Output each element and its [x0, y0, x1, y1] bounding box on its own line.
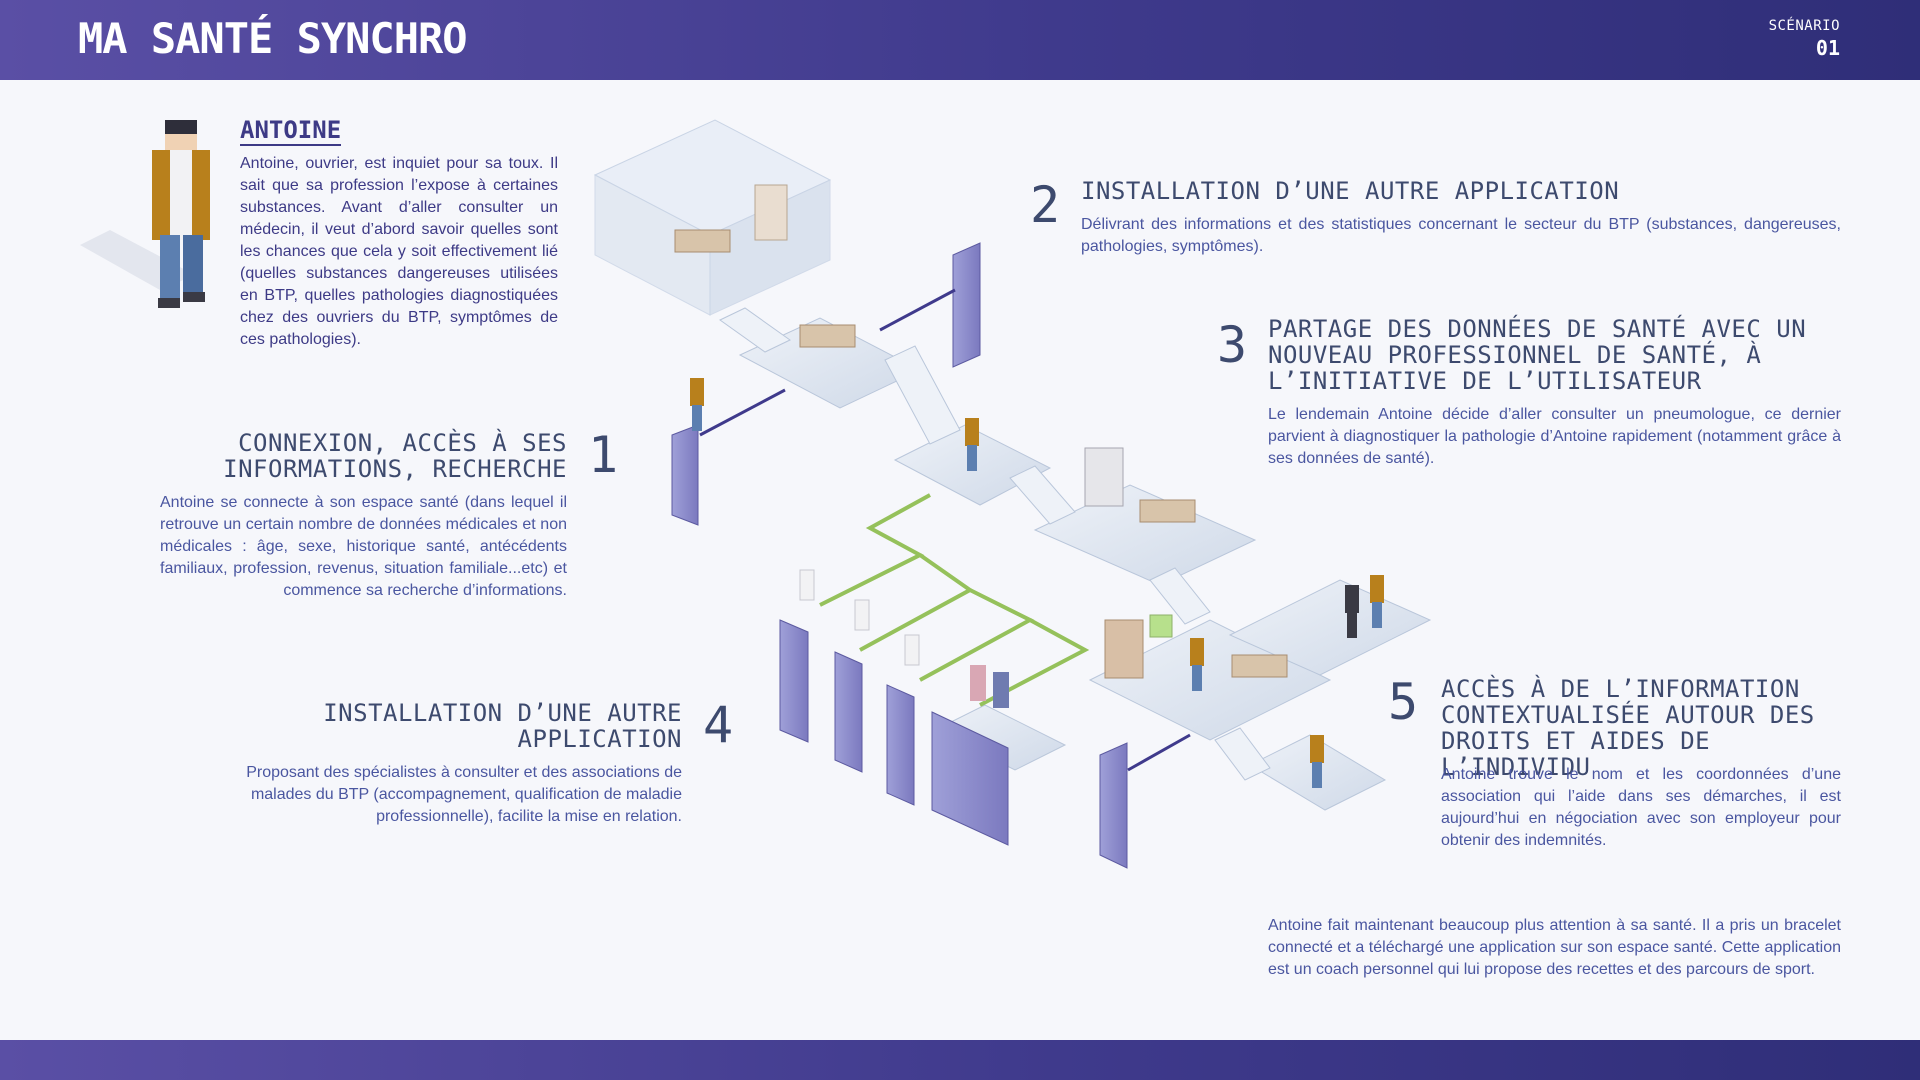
scenario-label: SCÉNARIO — [1768, 18, 1840, 34]
people-figures — [690, 378, 1384, 788]
conclusion-text: Antoine fait maintenant beaucoup plus at… — [1268, 917, 1841, 978]
step-1-number: 1 — [588, 426, 619, 484]
step-4-title: INSTALLATION D’UNE AUTRE APPLICATION — [323, 699, 682, 753]
persona-name: ANTOINE — [240, 116, 342, 146]
header-bar — [0, 0, 1920, 80]
link-lines — [699, 288, 1191, 772]
antoine-figure-icon — [80, 120, 210, 308]
app-logo: MA SANTÉ SYNCHRO — [78, 14, 468, 63]
scenario-indicator: SCÉNARIO 01 — [1769, 18, 1840, 60]
footer-bar — [0, 1040, 1920, 1080]
network-connectors — [819, 493, 1090, 707]
step-3-text: Le lendemain Antoine décide d’aller cons… — [1268, 406, 1841, 467]
step-4-text: Proposant des spécialistes à consulter e… — [246, 764, 682, 825]
app-screens — [671, 242, 1128, 869]
step-4-number: 4 — [703, 696, 734, 754]
step-5-text: Antoine trouve le nom et les coordonnées… — [1441, 766, 1841, 849]
step-2-number: 2 — [1030, 176, 1061, 234]
step-2-title: INSTALLATION D’UNE AUTRE APPLICATION — [1081, 177, 1620, 205]
stairs — [719, 307, 1271, 781]
step-5-title: ACCÈS À DE L’INFORMATION CONTEXTUALISÉE … — [1441, 675, 1815, 781]
step-2-text: Délivrant des informations et des statis… — [1081, 216, 1841, 255]
persona-description: Antoine, ouvrier, est inquiet pour sa to… — [240, 155, 558, 348]
step-1-title: CONNEXION, ACCÈS À SES INFORMATIONS, REC… — [223, 429, 567, 483]
step-3-number: 3 — [1217, 316, 1248, 374]
step-5-number: 5 — [1388, 673, 1419, 731]
furniture — [674, 184, 1288, 679]
step-3-title: PARTAGE DES DONNÉES DE SANTÉ AVEC UN NOU… — [1268, 315, 1807, 395]
step-1-text: Antoine se connecte à son espace santé (… — [160, 494, 567, 599]
scenario-number: 01 — [1815, 36, 1840, 60]
